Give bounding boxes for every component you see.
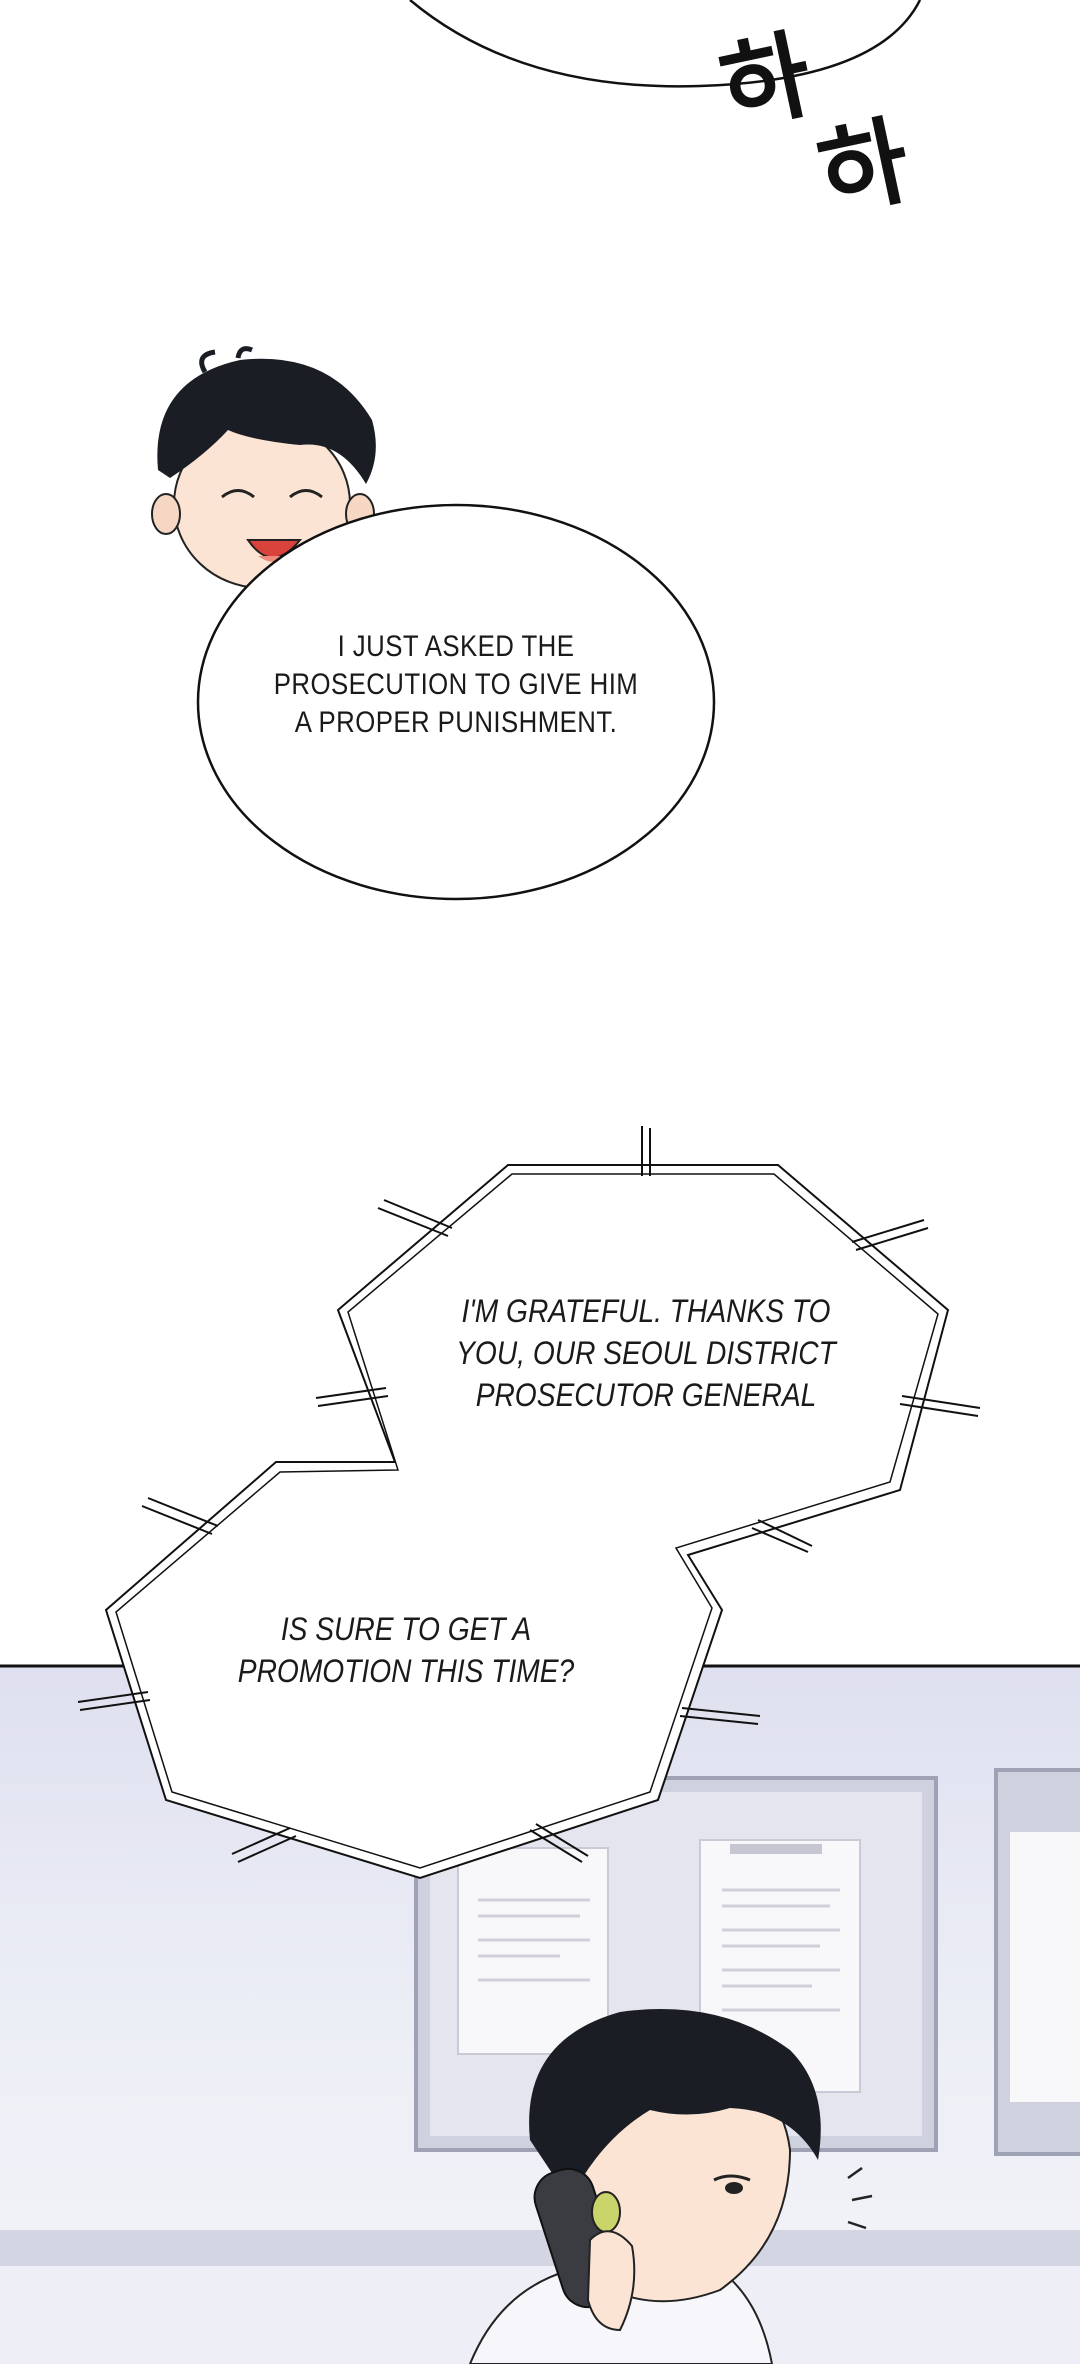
- partial-bubble-top: [409, 0, 922, 88]
- bubble-2-line-1: I'M GRATEFUL. THANKS TO: [461, 1293, 831, 1329]
- bubble-2-line-3: PROSECUTOR GENERAL: [475, 1377, 817, 1413]
- man-on-phone: [468, 2009, 873, 2364]
- speech-bubble-2-text: I'M GRATEFUL. THANKS TO YOU, OUR SEOUL D…: [444, 1290, 849, 1416]
- bubble-3-line-2: PROMOTION THIS TIME?: [237, 1653, 575, 1689]
- chibi-character: [151, 346, 376, 589]
- spiky-speech-bubble: [77, 1126, 981, 1880]
- bubble-1-line-2: PROSECUTION TO GIVE HIM: [273, 668, 639, 701]
- bubble-2-line-2: YOU, OUR SEOUL DISTRICT: [456, 1335, 836, 1371]
- bubble-1-line-3: A PROPER PUNISHMENT.: [294, 706, 618, 739]
- bottom-panel: [0, 1664, 1080, 2364]
- bubble-3-line-1: IS SURE TO GET A: [280, 1611, 532, 1647]
- bubble-1-line-1: I JUST ASKED THE: [337, 630, 575, 663]
- speech-bubble-1: [196, 503, 716, 901]
- speech-bubble-1-text: I JUST ASKED THE PROSECUTION TO GIVE HIM…: [267, 628, 645, 742]
- speech-bubble-3-text: IS SURE TO GET A PROMOTION THIS TIME?: [204, 1608, 609, 1692]
